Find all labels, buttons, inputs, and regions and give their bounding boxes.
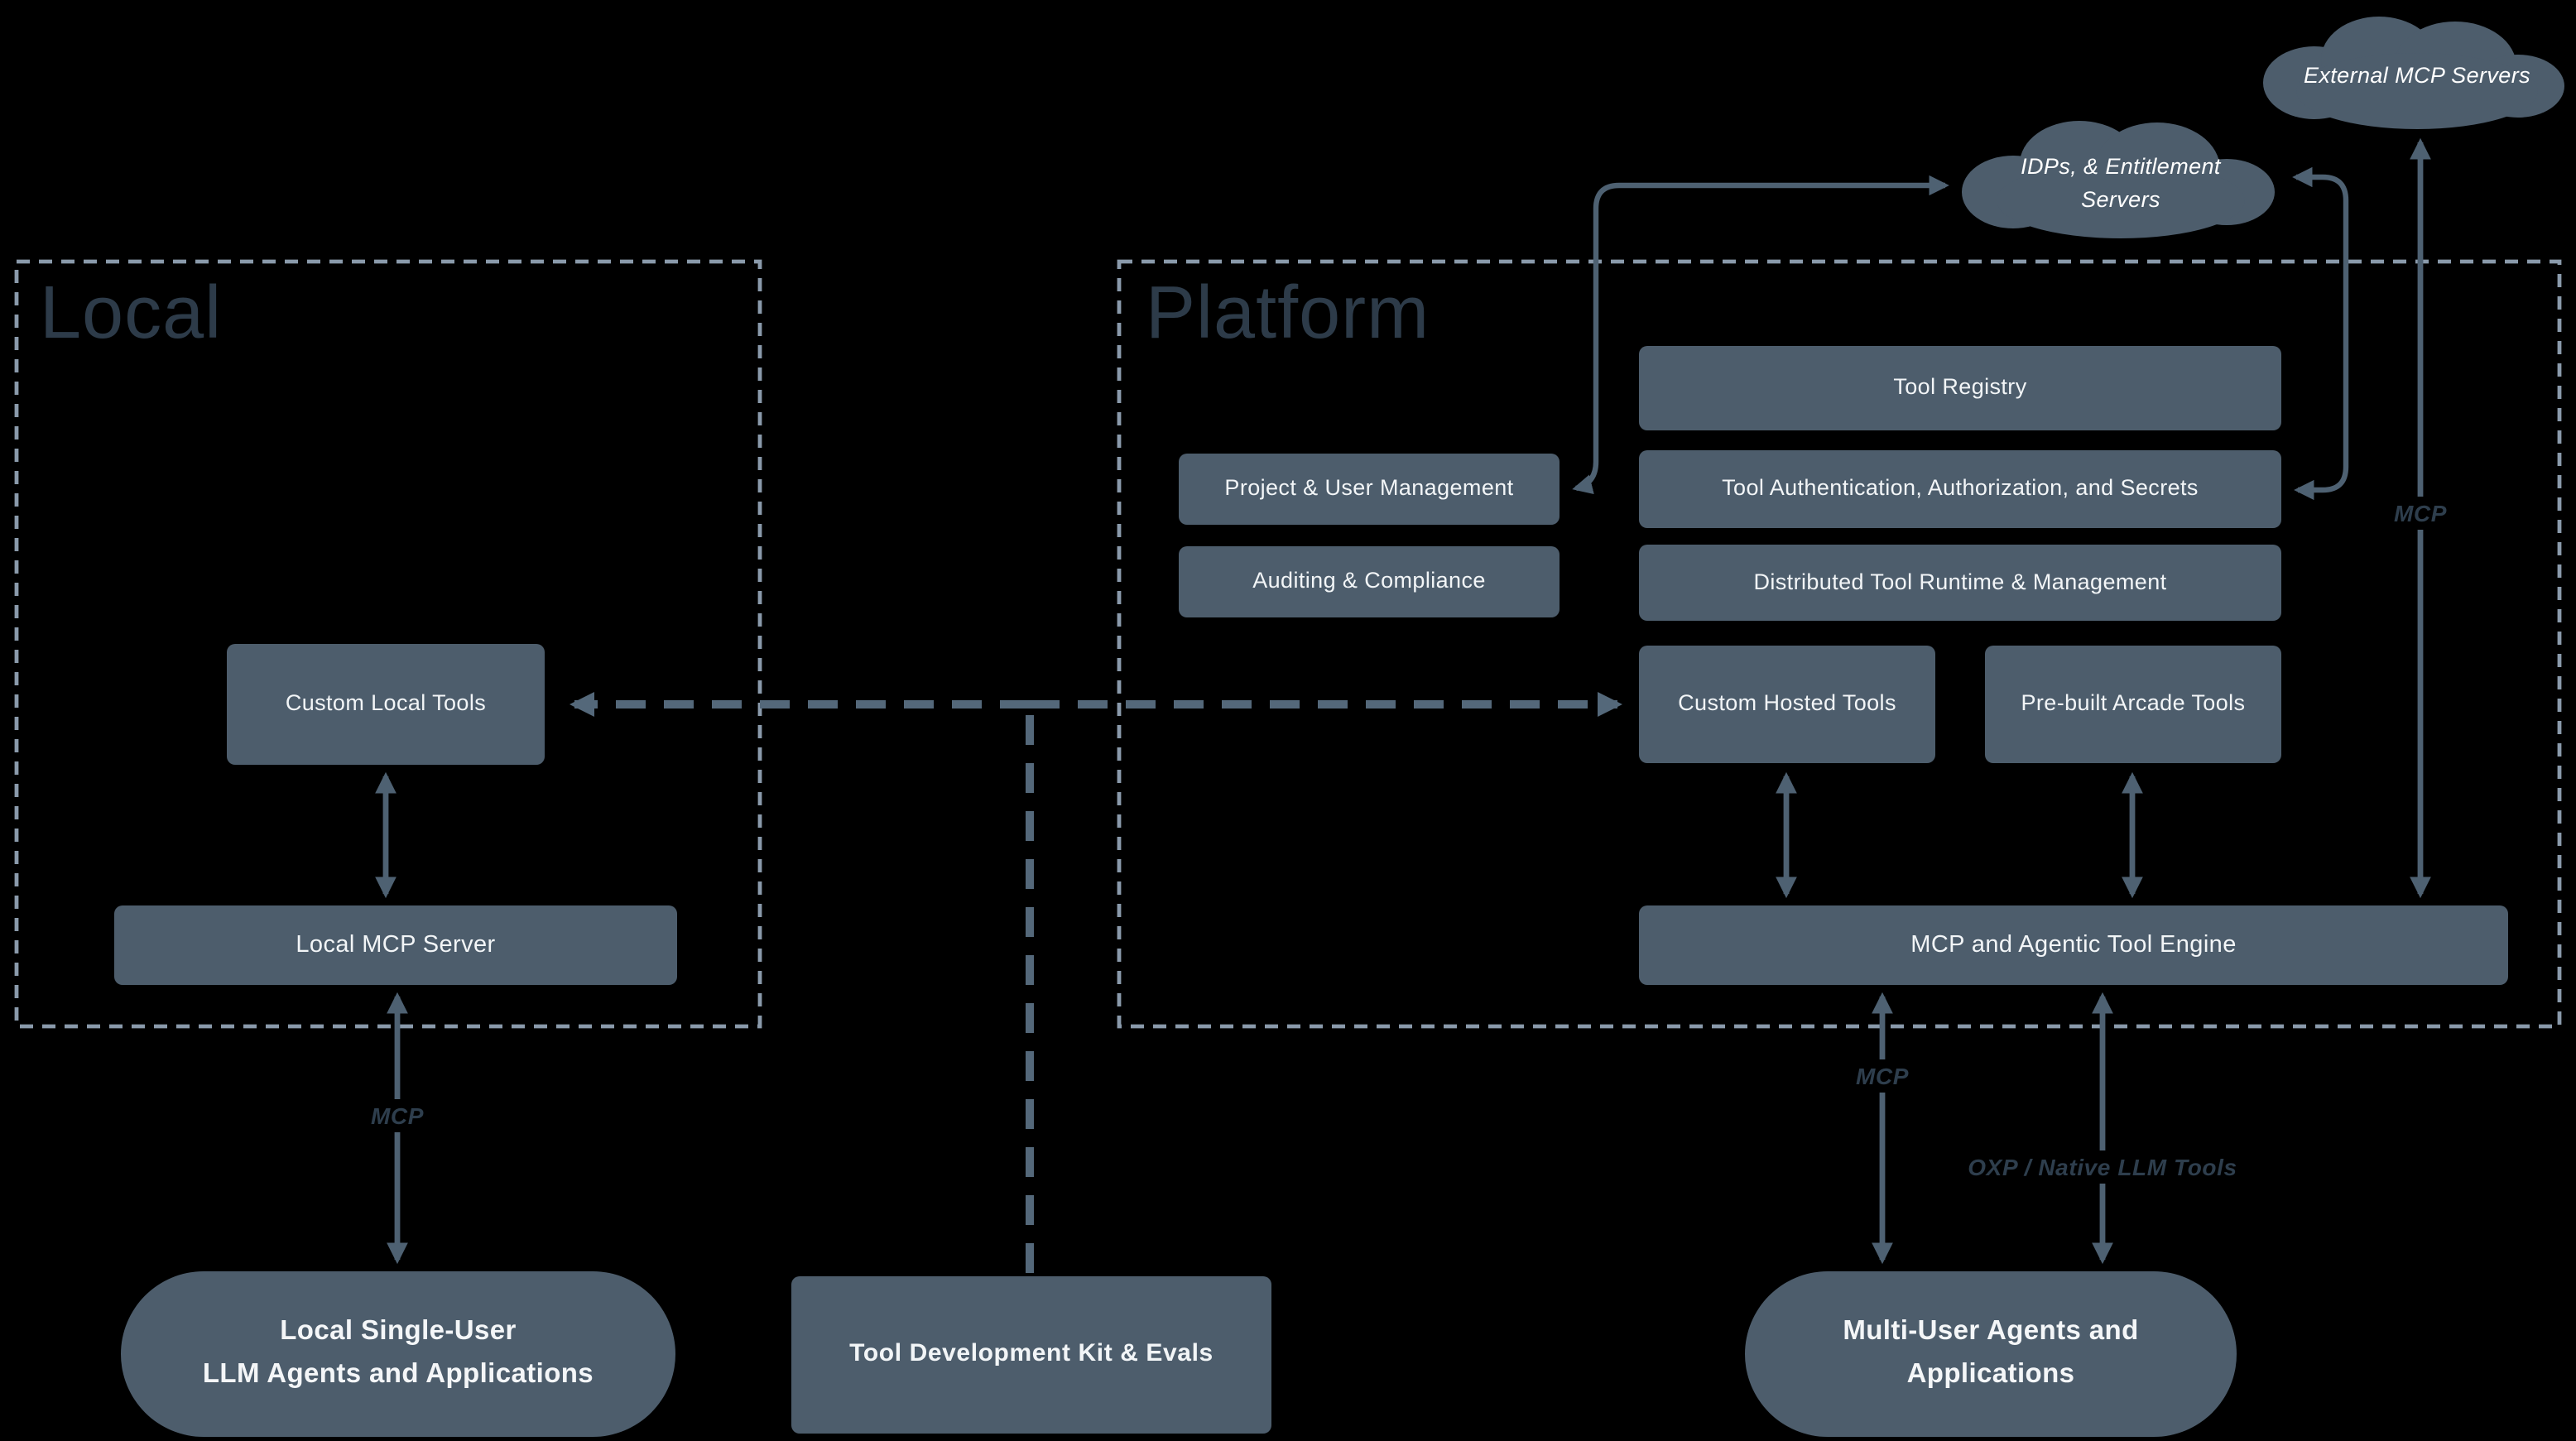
multi-user-agents-pill: Multi-User Agents and Applications xyxy=(1745,1271,2237,1437)
elbow-idps-cloud-to-tool-auth xyxy=(2294,331,2349,501)
custom-local-tools-node: Custom Local Tools xyxy=(227,644,545,765)
elbow-project-mgmt-to-idps-cloud xyxy=(1593,175,1949,331)
idps-entitlement-cloud-label: IDPs, & Entitlement Servers xyxy=(1972,151,2270,215)
local-region-border xyxy=(14,259,762,1029)
platform-region-border xyxy=(1117,259,2562,1029)
local-agents-pill-line2: LLM Agents and Applications xyxy=(202,1359,594,1389)
elbow-tool-auth-to-idps-cloud xyxy=(2292,166,2349,331)
multi-agents-pill-line2: Applications xyxy=(1906,1359,2075,1389)
tool-registry-node: Tool Registry xyxy=(1639,346,2281,430)
external-mcp-servers-cloud xyxy=(2263,17,2564,129)
elbow-idps-cloud-to-project-mgmt xyxy=(1572,331,1599,495)
mcp-edge-label-engine: MCP xyxy=(1842,1059,1923,1093)
idps-cloud-label-line1: IDPs, & Entitlement xyxy=(2021,154,2221,179)
distributed-runtime-node: Distributed Tool Runtime & Management xyxy=(1639,545,2281,621)
mcp-edge-label-local: MCP xyxy=(357,1099,438,1132)
project-user-management-node: Project & User Management xyxy=(1179,454,1560,525)
local-single-user-agents-pill: Local Single-User LLM Agents and Applica… xyxy=(121,1271,675,1437)
local-agents-pill-line1: Local Single-User xyxy=(280,1316,517,1347)
prebuilt-arcade-tools-node: Pre-built Arcade Tools xyxy=(1985,646,2281,763)
custom-hosted-tools-node: Custom Hosted Tools xyxy=(1639,646,1935,763)
mcp-edge-label-external: MCP xyxy=(2380,497,2461,530)
auditing-compliance-node: Auditing & Compliance xyxy=(1179,546,1560,617)
tool-auth-node: Tool Authentication, Authorization, and … xyxy=(1639,450,2281,528)
local-region-title: Local xyxy=(40,270,223,354)
multi-agents-pill-line1: Multi-User Agents and xyxy=(1843,1316,2139,1347)
mcp-agentic-tool-engine-node: MCP and Agentic Tool Engine xyxy=(1639,905,2508,985)
idps-entitlement-cloud xyxy=(1962,121,2275,238)
external-mcp-servers-cloud-label: External MCP Servers xyxy=(2303,63,2531,88)
platform-region-title: Platform xyxy=(1146,270,1430,354)
idps-cloud-label-line2: Servers xyxy=(2081,186,2160,212)
tool-dev-kit-node: Tool Development Kit & Evals xyxy=(791,1276,1271,1434)
oxp-edge-label: OXP / Native LLM Tools xyxy=(1954,1150,2251,1184)
local-mcp-server-node: Local MCP Server xyxy=(114,905,677,985)
